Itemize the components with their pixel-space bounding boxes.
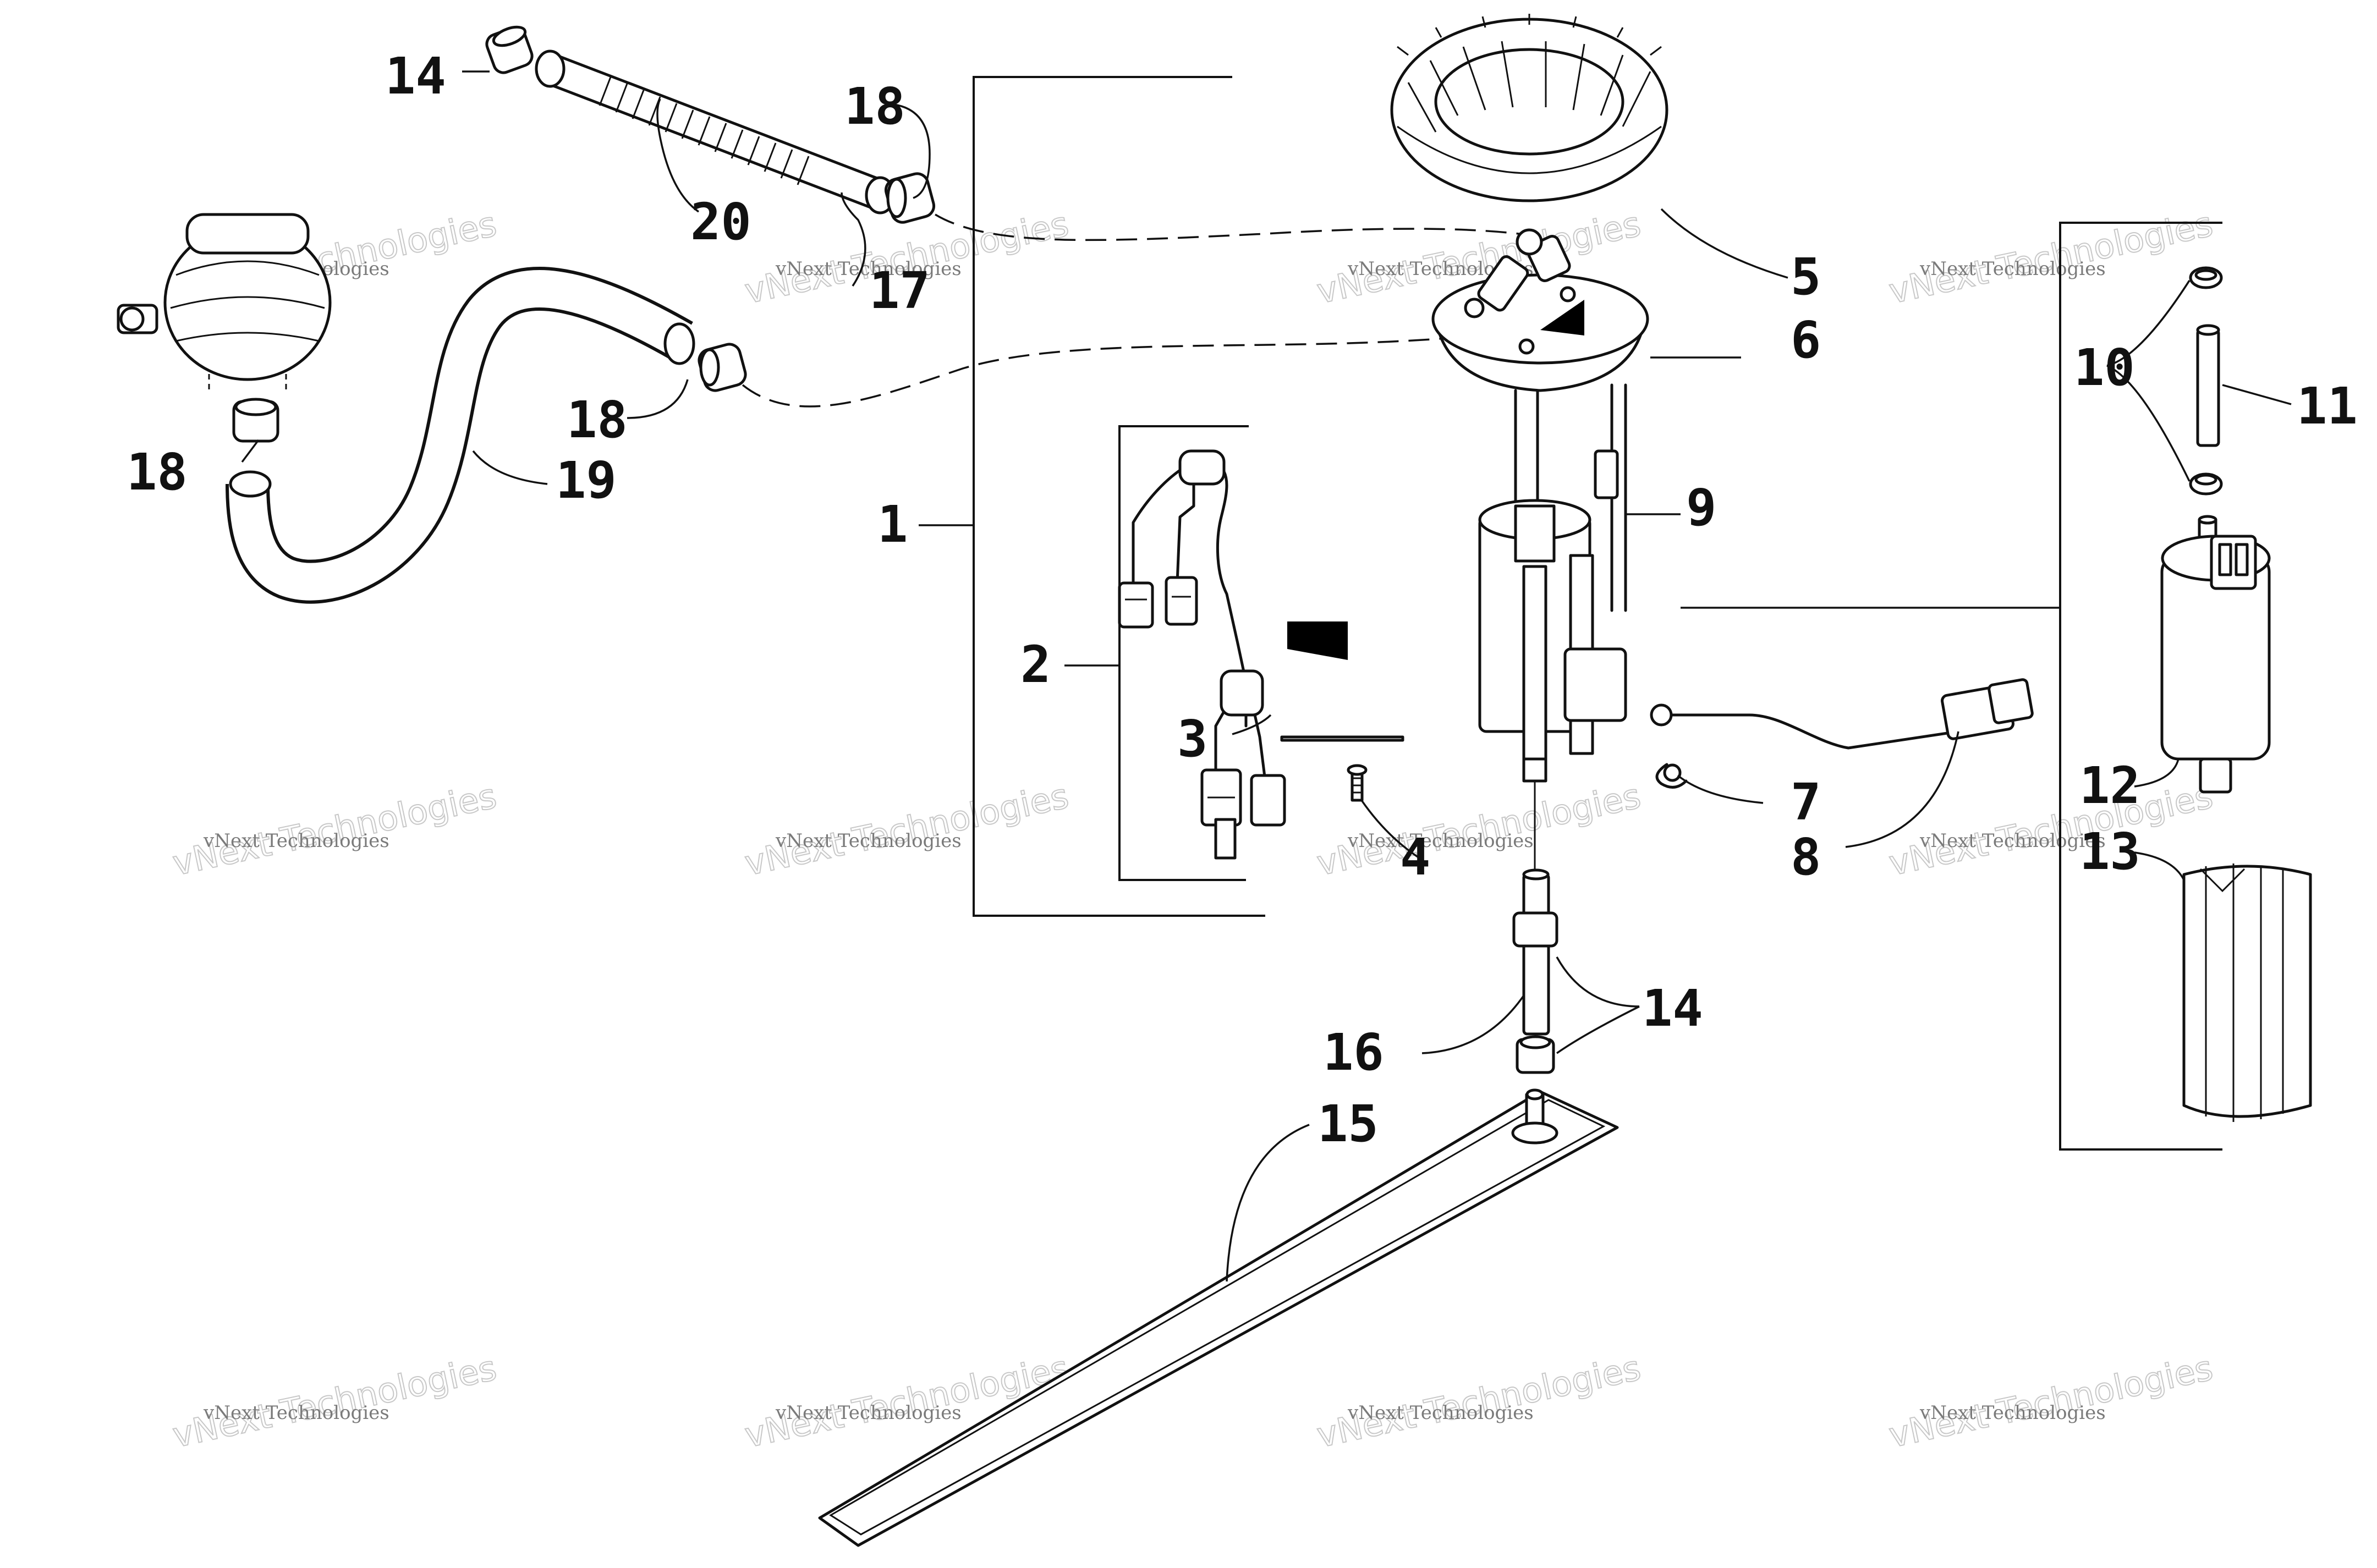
callout-15: 15 [1317,1094,1379,1153]
callout-12: 12 [2079,756,2140,815]
callout-13: 13 [2079,822,2140,881]
curved-fuel-hose [226,267,695,604]
svg-text:vNext Technologies: vNext Technologies [1919,1402,2106,1424]
callout-18: 18 [844,77,905,136]
pump-fuel-line [2196,324,2220,447]
svg-text:vNext Technologies: vNext Technologies [203,1402,389,1424]
bracket-pump-kit [1681,222,2222,1151]
fuel-filter [117,213,332,390]
callout-6: 6 [1791,311,1821,370]
hose-clamp [232,398,279,443]
svg-text:vNext Technologies: vNext Technologies [1919,830,2106,852]
callout-17: 17 [869,261,930,320]
bracket-assembly-1 [919,76,1265,917]
callout-14: 14 [1642,979,1703,1038]
callout-19: 19 [556,451,617,510]
callout-11: 11 [2297,377,2358,436]
callout-10: 10 [2074,338,2135,397]
callout-4: 4 [1400,828,1430,887]
corrugated-hose [535,49,896,214]
callout-18: 18 [127,443,188,502]
callout-18: 18 [567,390,628,449]
svg-text:vNext Technologies: vNext Technologies [203,830,389,852]
svg-text:vNext Technologies: vNext Technologies [775,1402,962,1424]
svg-text:vNext Technologies: vNext Technologies [775,830,962,852]
callout-5: 5 [1791,247,1821,306]
bracket-assembly-2 [1064,425,1249,881]
watermark: vNext Technologies vNext Technologies [169,775,501,884]
pump-hose-clamp [2189,266,2223,289]
watermark: vNext Technologies vNext Technologies [169,1347,501,1456]
mounting-strap [818,1088,1619,1547]
svg-text:vNext Technologies: vNext Technologies [775,258,962,280]
watermark: vNext Technologies vNext Technologies [1313,1347,1645,1456]
svg-text:vNext Technologies: vNext Technologies [1347,830,1534,852]
callout-labels: 14 18 20 17 18 18 19 1 2 3 4 5 6 9 7 8 1… [127,47,2358,1153]
callout-2: 2 [1020,635,1051,694]
watermark: vNext Technologies vNext Technologies [1885,1347,2217,1456]
leader-lines [241,70,2292,1282]
lock-ring [1390,14,1668,202]
pump-sleeve [2182,863,2312,1122]
hose-clamp [884,172,936,224]
callout-9: 9 [1686,478,1716,537]
callout-1: 1 [877,495,908,554]
callout-3: 3 [1177,709,1207,768]
callout-14: 14 [385,47,446,106]
svg-text:vNext Technologies: vNext Technologies [1919,258,2106,280]
hose-clamp [698,343,747,392]
fuel-pump-sender-assembly [1478,383,1627,869]
callout-16: 16 [1323,1023,1384,1082]
direction-arrow-icon [1540,300,1584,335]
pump-flange [1431,228,1649,392]
pump-wire-harness [1118,449,1404,860]
direction-arrow-icon [1287,621,1348,660]
watermark: vNext Technologies vNext Technologies [1885,203,2217,312]
e-clip [1655,763,1688,789]
float-wire-harness [1650,678,2034,750]
callout-20: 20 [690,192,751,251]
svg-text:vNext Technologies: vNext Technologies [1347,1402,1534,1424]
fuel-pump [2160,515,2271,794]
lower-fuel-tube [1512,868,1558,1074]
callout-8: 8 [1791,828,1821,887]
screw [1347,764,1368,802]
hose-clamp [485,25,534,74]
callout-7: 7 [1791,773,1821,832]
hose-connection-line [935,213,1541,241]
watermark: vNext Technologies vNext Technologies [741,775,1073,884]
hose-connection-line [742,337,1447,408]
pump-hose-clamp [2189,472,2223,496]
